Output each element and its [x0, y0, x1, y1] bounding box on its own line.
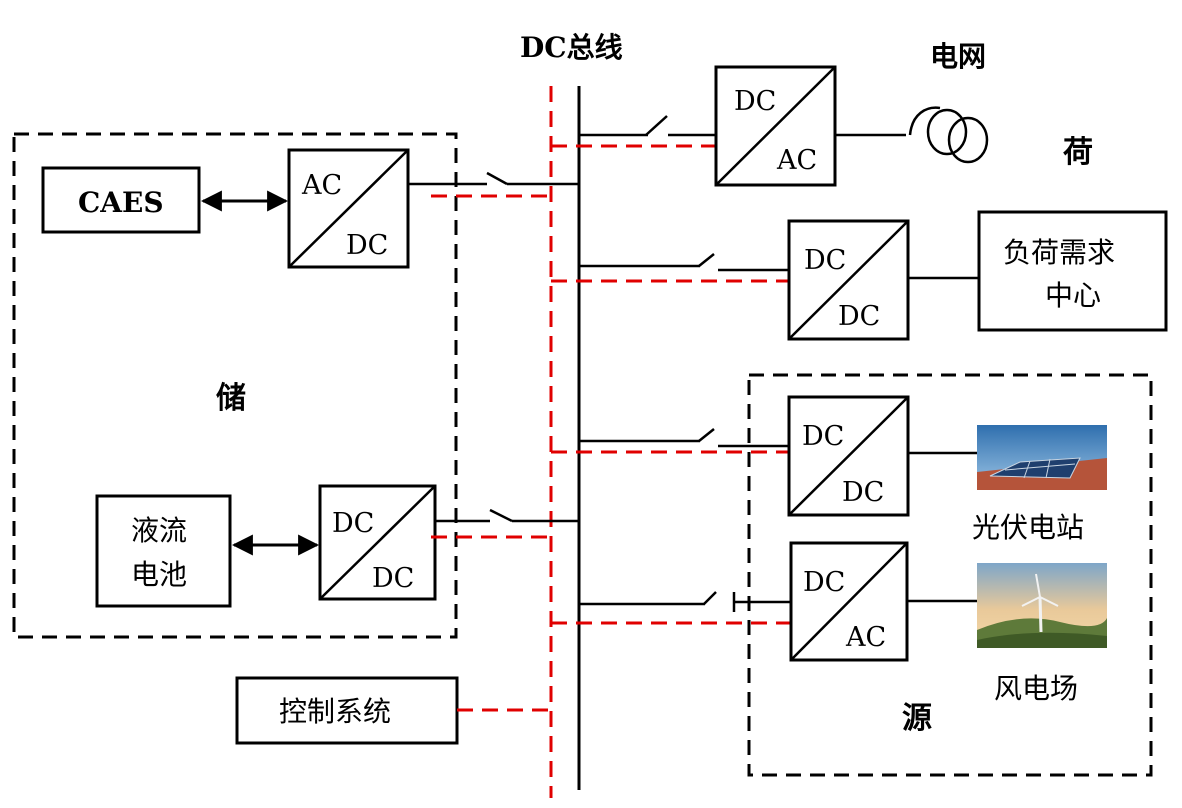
- transformer-icon: [908, 106, 989, 164]
- control-branch: 控制系统: [235, 676, 551, 745]
- grid-branch: DC AC 电网: [551, 40, 989, 187]
- load-zone-label: 荷: [1063, 135, 1093, 170]
- source-zone-box: [747, 373, 1153, 777]
- converter-wind-top-label: DC: [803, 567, 845, 598]
- converter-flow-bottom-label: DC: [372, 563, 414, 594]
- converter-wind-bottom-label: AC: [845, 622, 886, 653]
- flow-battery-label-line2: 电池: [131, 558, 187, 591]
- converter-grid-bottom-label: AC: [776, 145, 817, 176]
- control-system-label: 控制系统: [279, 695, 391, 728]
- load-center-label-line1: 负荷需求: [1003, 236, 1115, 269]
- load-center-box: [977, 210, 1168, 332]
- switch-icon: [703, 591, 717, 605]
- grid-label: 电网: [930, 40, 986, 73]
- converter-caes-top-label: AC: [301, 170, 342, 201]
- source-zone-label: 源: [902, 701, 932, 736]
- storage-zone-label: 储: [216, 381, 246, 416]
- flow-battery-label-line1: 液流: [131, 514, 187, 547]
- converter-pv-bottom-label: DC: [842, 477, 884, 508]
- load-branch: DC DC 负荷需求 中心: [551, 210, 1168, 341]
- load-center-label-line2: 中心: [1045, 279, 1101, 312]
- storage-zone-box: [12, 132, 458, 639]
- switch-icon: [698, 253, 715, 267]
- flow-battery-box: [95, 494, 232, 608]
- wind-turbine-image: [977, 563, 1107, 648]
- flow-battery-branch: 液流 电池 DC DC: [95, 484, 579, 608]
- caes-branch: CAES AC DC: [41, 148, 579, 269]
- wind-farm-label: 风电场: [994, 672, 1078, 705]
- dc-bus-label: DC总线: [520, 31, 623, 64]
- converter-pv-top-label: DC: [802, 421, 844, 452]
- wind-branch: DC AC 风电场: [551, 541, 1107, 705]
- converter-caes-bottom-label: DC: [346, 230, 388, 261]
- converter-grid-top-label: DC: [734, 86, 776, 117]
- converter-load-top-label: DC: [804, 245, 846, 276]
- converter-flow-top-label: DC: [332, 508, 374, 539]
- caes-label: CAES: [78, 186, 164, 219]
- switch-icon: [645, 115, 668, 136]
- switch-icon: [489, 508, 513, 523]
- control-system-box: [235, 676, 459, 745]
- switch-icon: [486, 171, 508, 186]
- switch-icon: [698, 428, 715, 442]
- caes-box: [41, 166, 201, 234]
- converter-load-bottom-label: DC: [838, 301, 880, 332]
- pv-branch: DC DC 光伏电站: [551, 395, 1107, 544]
- solar-panel-image: [977, 425, 1107, 490]
- pv-station-label: 光伏电站: [972, 511, 1084, 544]
